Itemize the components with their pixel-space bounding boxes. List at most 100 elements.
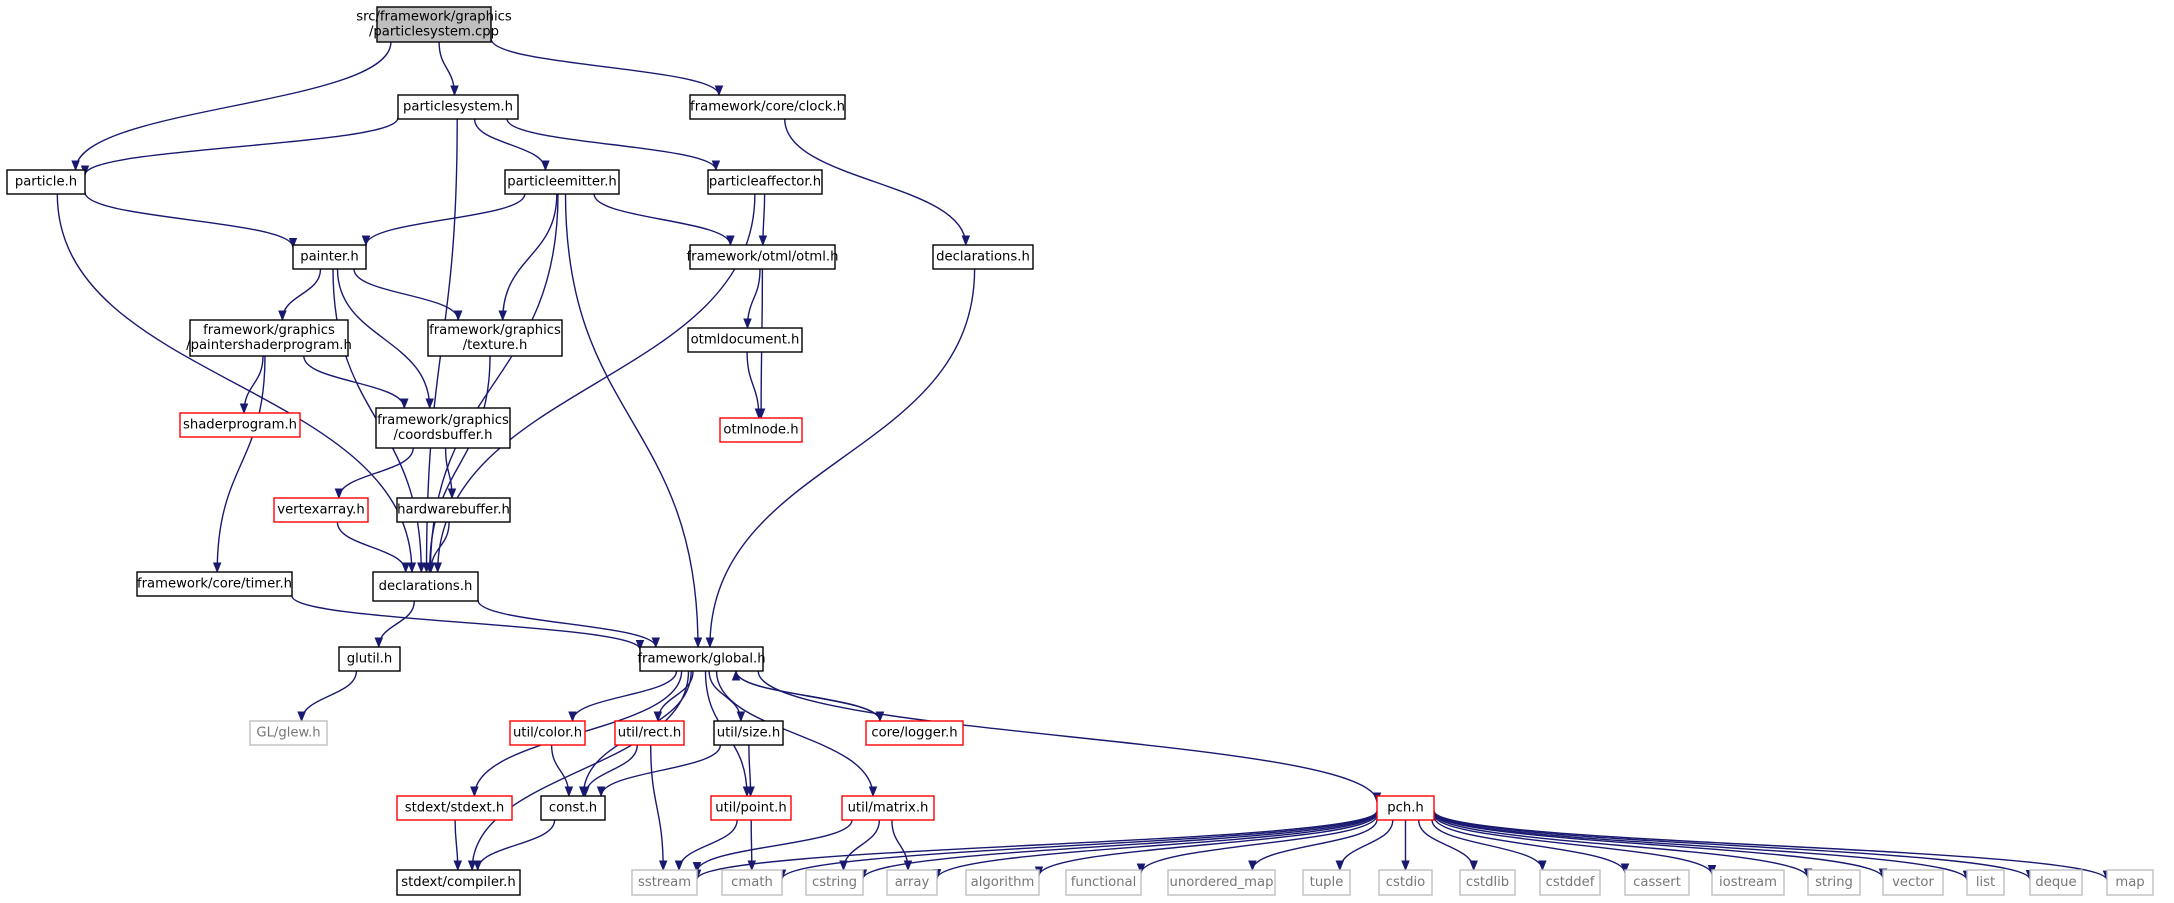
node-label: string (1815, 875, 1853, 890)
node-timer-h[interactable]: framework/core/timer.h (136, 571, 293, 597)
edge (455, 819, 458, 870)
edge (863, 811, 1378, 879)
node-otmldocument-h[interactable]: otmldocument.h (687, 327, 803, 353)
edge-otml-h-to-otmldocument-h (748, 268, 761, 328)
node-compiler-h[interactable]: stdext/compiler.h (396, 869, 521, 896)
node-decl-core-h[interactable]: declarations.h (932, 244, 1034, 270)
node-iostream[interactable]: iostream (1711, 869, 1785, 896)
node-list[interactable]: list (1966, 869, 2005, 896)
node-global-h[interactable]: framework/global.h (637, 646, 766, 672)
node-particlesystem-h[interactable]: particlesystem.h (397, 94, 519, 120)
edge (1039, 813, 1378, 876)
node-pch-h[interactable]: pch.h (1376, 795, 1435, 821)
node-label: pch.h (1387, 801, 1424, 816)
node-color-h[interactable]: util/color.h (509, 720, 586, 746)
node-glutil-h[interactable]: glutil.h (338, 646, 401, 672)
node-stdext-h[interactable]: stdext/stdext.h (396, 795, 513, 821)
edge-painter-h-to-psp-h (282, 268, 322, 320)
node-coordsbuffer-h[interactable]: framework/graphics/coordsbuffer.h (375, 407, 511, 449)
edge-psp-h-to-shaderprogram-h (244, 355, 264, 413)
node-string[interactable]: string (1807, 869, 1861, 896)
edge-particleemitter-h-to-painter-h (366, 193, 526, 245)
edge (1431, 819, 1542, 870)
node-label: cassert (1633, 875, 1681, 890)
node-box (540, 795, 606, 821)
node-box (1624, 869, 1690, 896)
node-deque[interactable]: deque (2029, 869, 2083, 896)
node-hardwarebuffer-h[interactable]: hardwarebuffer.h (396, 497, 511, 523)
node-array[interactable]: array (886, 869, 938, 896)
edge (1340, 819, 1394, 870)
node-cstring[interactable]: cstring (805, 869, 864, 896)
node-functional[interactable]: functional (1065, 869, 1142, 896)
edge (282, 268, 322, 320)
node-label: particleaffector.h (709, 175, 821, 190)
node-particle-h[interactable]: particle.h (6, 169, 86, 195)
node-const-h[interactable]: const.h (540, 795, 606, 821)
node-rect-h[interactable]: util/rect.h (614, 720, 685, 746)
node-label: stdext/stdext.h (405, 801, 505, 816)
node-vector[interactable]: vector (1882, 869, 1944, 896)
node-map[interactable]: map (2106, 869, 2154, 896)
node-point-h[interactable]: util/point.h (710, 795, 792, 821)
node-particleemitter-h[interactable]: particleemitter.h (504, 169, 620, 195)
node-cstdio[interactable]: cstdio (1378, 869, 1433, 896)
edge-const-h-to-compiler-h (478, 819, 556, 870)
node-box (292, 244, 367, 270)
node-root[interactable]: src/framework/graphics/particlesystem.cp… (356, 6, 512, 43)
edge-particlesystem-h-to-particle-h (85, 117, 399, 175)
node-psp-h[interactable]: framework/graphics/paintershaderprogram.… (186, 319, 352, 357)
node-unordered-map[interactable]: unordered_map (1167, 869, 1276, 896)
edge-pch-h-to-iostream (1433, 813, 1712, 875)
node-particleaffector-h[interactable]: particleaffector.h (707, 169, 823, 195)
node-box (886, 869, 938, 896)
node-clock-h[interactable]: framework/core/clock.h (689, 94, 846, 120)
node-label: particlesystem.h (403, 100, 513, 115)
edge-decl-gfx-h-to-global-h (477, 600, 656, 647)
edge (353, 268, 458, 320)
node-tuple[interactable]: tuple (1302, 869, 1351, 896)
node-cstdlib[interactable]: cstdlib (1459, 869, 1516, 896)
node-label: particle.h (15, 175, 77, 190)
node-matrix-h[interactable]: util/matrix.h (841, 795, 935, 821)
node-label: src/framework/graphics (356, 10, 512, 25)
node-box (6, 169, 86, 195)
edge-stdext-h-to-compiler-h (455, 819, 458, 870)
edge (708, 670, 741, 721)
node-cassert[interactable]: cassert (1624, 869, 1690, 896)
edge-coordsbuffer-h-to-vertexarray-h (339, 447, 414, 498)
node-painter-h[interactable]: painter.h (292, 244, 367, 270)
edge-global-h-to-pch-h (757, 670, 1377, 802)
node-otmlnode-h[interactable]: otmlnode.h (719, 417, 803, 443)
node-label: stdext/compiler.h (401, 875, 515, 890)
edge-hardwarebuffer-h-to-decl-gfx-h (431, 521, 450, 572)
edge (650, 744, 664, 870)
edge-timer-h-to-global-h (291, 595, 640, 650)
edge (336, 268, 430, 408)
edge-color-h-to-const-h (550, 744, 569, 796)
node-box (273, 497, 369, 523)
node-box (1459, 869, 1516, 896)
node-cmath[interactable]: cmath (721, 869, 783, 896)
node-logger-h[interactable]: core/logger.h (865, 720, 964, 746)
node-label: framework/graphics (377, 413, 509, 428)
node-texture-h[interactable]: framework/graphics/texture.h (427, 319, 563, 357)
node-vertexarray-h[interactable]: vertexarray.h (273, 497, 369, 523)
node-algorithm[interactable]: algorithm (965, 869, 1040, 896)
edge-psp-h-to-coordsbuffer-h (303, 355, 405, 408)
edge (1433, 816, 1625, 873)
edge-point-h-to-sstream (679, 819, 738, 870)
node-label: hardwarebuffer.h (397, 503, 510, 518)
node-size-h[interactable]: util/size.h (713, 720, 784, 746)
edge (749, 744, 751, 796)
node-label: util/rect.h (618, 726, 682, 741)
node-decl-gfx-h[interactable]: declarations.h (372, 571, 479, 602)
node-otml-h[interactable]: framework/otml/otml.h (687, 244, 839, 270)
edge (782, 810, 1378, 879)
node-sstream[interactable]: sstream (631, 869, 698, 896)
node-glew-h[interactable]: GL/glew.h (249, 720, 328, 746)
node-cstddef[interactable]: cstddef (1539, 869, 1601, 896)
node-shaderprogram-h[interactable]: shaderprogram.h (179, 412, 301, 438)
node-label: util/size.h (717, 726, 780, 741)
node-label: /particlesystem.cpp (369, 25, 499, 40)
